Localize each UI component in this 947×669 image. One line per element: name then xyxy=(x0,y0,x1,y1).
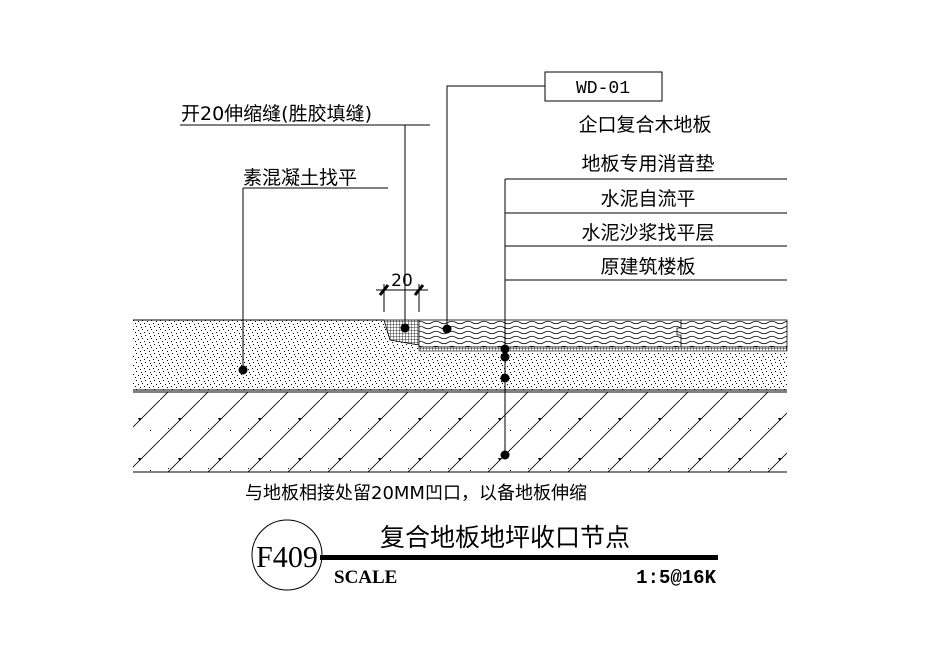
detail-number: F409 xyxy=(256,539,318,574)
concrete-screed xyxy=(133,320,787,390)
layer-label-4: 水泥沙浆找平层 xyxy=(581,222,714,244)
dimension-20 xyxy=(376,284,428,312)
underlay xyxy=(418,346,788,352)
label-concrete-leveling: 素混凝土找平 xyxy=(243,167,357,189)
detail-title: 复合地板地坪收口节点 xyxy=(380,523,630,552)
tongue-groove-joint xyxy=(676,320,682,347)
material-code: WD-01 xyxy=(576,79,630,99)
material-code-box xyxy=(544,71,663,102)
layer-label-3: 水泥自流平 xyxy=(600,188,695,210)
scale-value: 1:5@16K xyxy=(636,567,716,589)
dimension-value: 20 xyxy=(391,271,413,291)
leader-dots xyxy=(238,323,510,460)
scale-label: SCALE xyxy=(334,567,397,588)
laminate-floor xyxy=(418,319,788,348)
layer-label-5: 原建筑楼板 xyxy=(600,256,695,278)
leader-lines xyxy=(180,85,787,455)
layer-label-1: 企口复合木地板 xyxy=(578,114,711,136)
layer-label-2: 地板专用消音垫 xyxy=(581,153,714,175)
construction-note: 与地板相接处留20MM凹口，以备地板伸缩 xyxy=(245,483,587,504)
structural-slab xyxy=(133,392,787,472)
label-expansion-joint: 开20伸缩缝(胜胶填缝) xyxy=(181,103,372,125)
title-underline xyxy=(320,555,718,560)
